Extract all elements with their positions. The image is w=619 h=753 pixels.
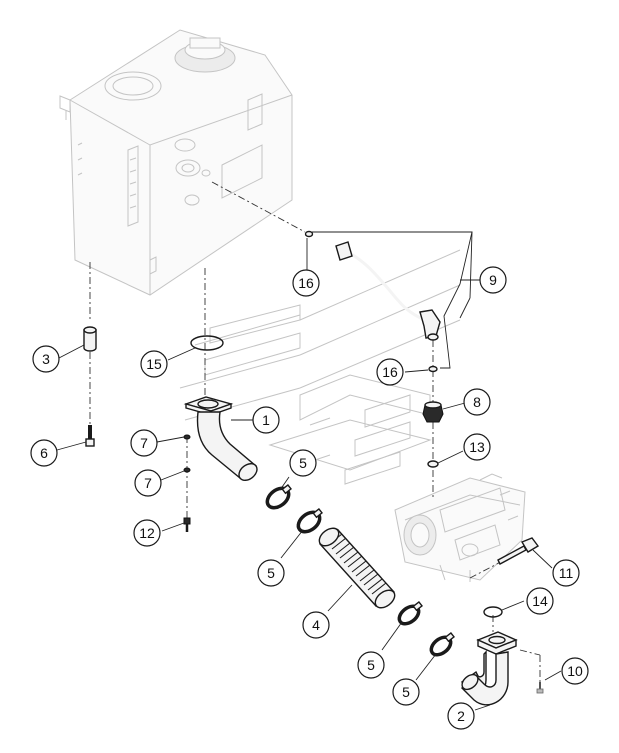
callout-label: 4 bbox=[312, 617, 320, 633]
callout-2: 2 bbox=[447, 702, 475, 730]
callout-11: 11 bbox=[552, 559, 580, 587]
callout-label: 5 bbox=[402, 684, 410, 700]
callout-4: 4 bbox=[302, 611, 330, 639]
hose-clamp-2 bbox=[296, 507, 323, 534]
callout-12: 12 bbox=[133, 519, 161, 547]
hose-clamp-4 bbox=[429, 631, 455, 657]
callout-label: 7 bbox=[144, 475, 152, 491]
bolt-pump bbox=[497, 537, 540, 565]
hose-assembly bbox=[335, 241, 441, 341]
washer-upper bbox=[183, 434, 191, 440]
callout-label: 15 bbox=[146, 356, 162, 372]
callout-label: 12 bbox=[139, 525, 155, 541]
callout-label: 16 bbox=[298, 275, 314, 291]
callout-label: 5 bbox=[367, 657, 375, 673]
screw-short bbox=[183, 517, 191, 532]
adapter-fitting bbox=[422, 401, 444, 423]
callout-label: 1 bbox=[262, 412, 270, 428]
callout-6: 6 bbox=[30, 439, 58, 467]
callout-label: 10 bbox=[567, 663, 583, 679]
callout-16b: 16 bbox=[376, 358, 404, 386]
callout-14: 14 bbox=[526, 587, 554, 615]
callout-5c: 5 bbox=[357, 651, 385, 679]
hydraulic-pump bbox=[394, 473, 526, 582]
bolt-small bbox=[536, 682, 544, 694]
callout-9: 9 bbox=[479, 266, 507, 294]
callout-7a: 7 bbox=[130, 429, 158, 457]
pump-elbow bbox=[460, 631, 518, 706]
bolt-long bbox=[85, 425, 95, 447]
suction-hose bbox=[318, 527, 396, 609]
callout-15: 15 bbox=[140, 350, 168, 378]
hose-clamp-3 bbox=[397, 600, 423, 626]
callout-3: 3 bbox=[32, 345, 60, 373]
o-ring-adapter bbox=[427, 460, 439, 468]
callout-label: 3 bbox=[42, 351, 50, 367]
callout-label: 8 bbox=[473, 394, 481, 410]
callout-5a: 5 bbox=[289, 449, 317, 477]
leader-lines bbox=[56, 231, 562, 711]
callout-13: 13 bbox=[463, 433, 491, 461]
callout-label: 5 bbox=[299, 455, 307, 471]
callout-16a: 16 bbox=[292, 269, 320, 297]
callout-label: 6 bbox=[40, 445, 48, 461]
callout-8: 8 bbox=[463, 388, 491, 416]
callout-label: 5 bbox=[267, 565, 275, 581]
callout-1: 1 bbox=[252, 406, 280, 434]
elbow-o-ring bbox=[483, 606, 503, 618]
callout-5d: 5 bbox=[392, 678, 420, 706]
flange-o-ring bbox=[190, 335, 224, 351]
hose-clamp-1 bbox=[265, 483, 292, 510]
callout-label: 2 bbox=[457, 708, 465, 724]
callouts: 1 2 3 4 5 5 5 5 6 7 7 8 9 10 11 12 13 14… bbox=[30, 266, 589, 730]
callout-label: 7 bbox=[140, 435, 148, 451]
washer-lower bbox=[183, 467, 191, 473]
hydraulic-tank bbox=[59, 29, 293, 296]
callout-label: 11 bbox=[559, 565, 574, 581]
callout-7b: 7 bbox=[134, 469, 162, 497]
spacer-sleeve bbox=[83, 326, 97, 352]
callout-5b: 5 bbox=[257, 559, 285, 587]
callout-label: 14 bbox=[532, 593, 548, 609]
suction-elbow bbox=[183, 396, 258, 481]
callout-10: 10 bbox=[561, 657, 589, 685]
callout-label: 9 bbox=[489, 272, 497, 288]
callout-label: 13 bbox=[469, 439, 485, 455]
o-ring-upper bbox=[304, 230, 314, 238]
o-ring-lower bbox=[428, 365, 438, 373]
callout-label: 16 bbox=[382, 364, 398, 380]
